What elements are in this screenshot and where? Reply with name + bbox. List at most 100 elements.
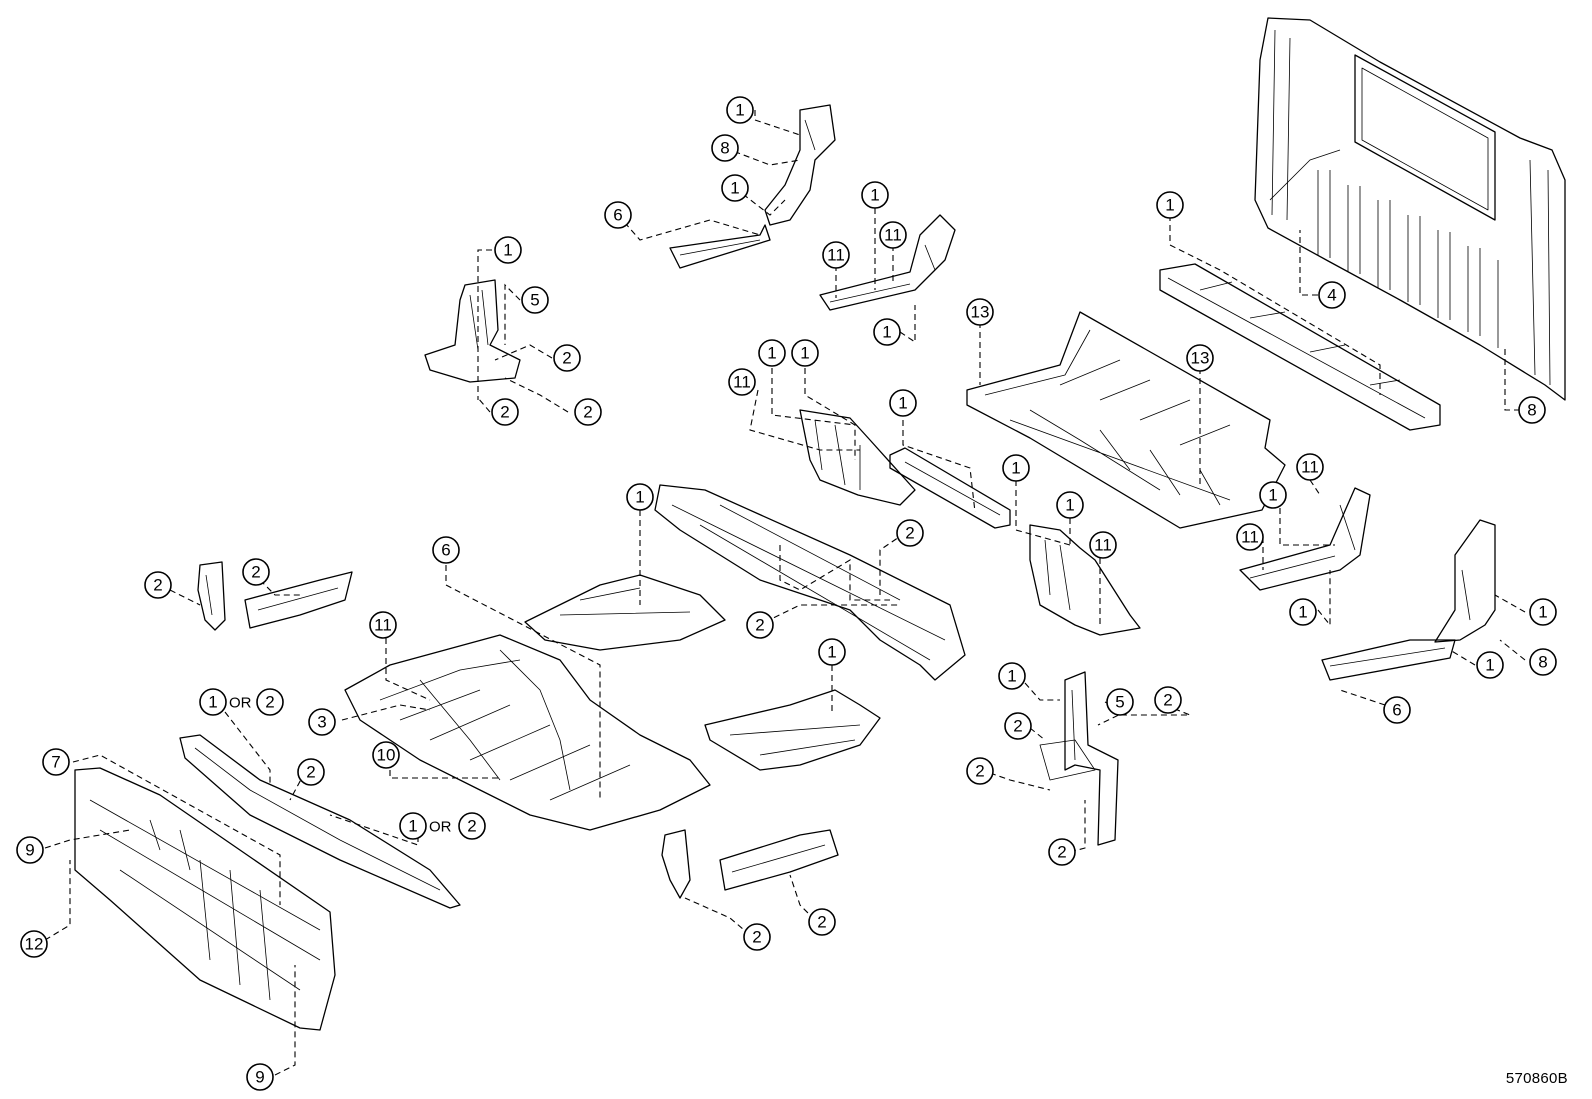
callout-2[interactable]: 2 (896, 519, 924, 547)
rocker-bracket-right (1029, 524, 1141, 636)
callout-11[interactable]: 11 (1089, 531, 1117, 559)
callout-3[interactable]: 3 (308, 708, 336, 736)
callout-1[interactable]: 1 (1529, 598, 1557, 626)
callout-1[interactable]: 1 (791, 339, 819, 367)
svg-text:1: 1 (635, 488, 644, 507)
callout-9[interactable]: 9 (16, 836, 44, 864)
svg-text:1: 1 (827, 643, 836, 662)
callout-2[interactable]: 2 (1048, 838, 1076, 866)
callout-13[interactable]: 13 (1186, 344, 1214, 372)
svg-text:1: 1 (1165, 196, 1174, 215)
rocker-inner-reinforcement-center (819, 214, 956, 311)
svg-text:3: 3 (317, 713, 326, 732)
svg-text:2: 2 (752, 928, 761, 947)
callout-1[interactable]: 1 (494, 236, 522, 264)
svg-text:2: 2 (562, 349, 571, 368)
callout-1[interactable]: 1 (998, 662, 1026, 690)
svg-text:11: 11 (733, 373, 751, 392)
callout-2[interactable]: 2 (553, 344, 581, 372)
callout-1[interactable]: 1 (861, 181, 889, 209)
svg-text:2: 2 (1013, 717, 1022, 736)
or-label: OR (229, 695, 252, 712)
callout-11[interactable]: 11 (1236, 523, 1264, 551)
callout-1[interactable]: 1 (1259, 481, 1287, 509)
svg-text:6: 6 (441, 541, 450, 560)
callout-2[interactable]: 2 (746, 611, 774, 639)
callout-1[interactable]: 1 (721, 174, 749, 202)
callout-6[interactable]: 6 (1383, 696, 1411, 724)
diagram-reference-code: 570860B (1505, 1070, 1568, 1087)
front-body-pillar-reinforcement-left (244, 571, 353, 629)
rear-seat-floor-pan (704, 689, 881, 771)
callout-11[interactable]: 11 (879, 221, 907, 249)
callout-2[interactable]: 2 (1004, 712, 1032, 740)
callout-1[interactable]: 1 (726, 96, 754, 124)
callout-1[interactable]: 1 (758, 339, 786, 367)
callout-6[interactable]: 6 (604, 201, 632, 229)
front-body-pillar-lower-left (197, 561, 226, 631)
svg-text:1: 1 (870, 186, 879, 205)
callout-2[interactable]: 2 (242, 558, 270, 586)
callout-11[interactable]: 11 (728, 368, 756, 396)
callout-1[interactable]: 1 (1002, 454, 1030, 482)
callout-4[interactable]: 4 (1318, 281, 1346, 309)
callout-2[interactable]: 2 (1154, 686, 1182, 714)
svg-text:9: 9 (255, 1068, 264, 1087)
callout-2[interactable]: 2 (297, 758, 325, 786)
callout-1[interactable]: 1 (1056, 491, 1084, 519)
svg-text:10: 10 (377, 746, 396, 765)
svg-text:6: 6 (613, 206, 622, 225)
svg-text:1: 1 (767, 344, 776, 363)
callout-9[interactable]: 9 (246, 1063, 274, 1091)
callout-8[interactable]: 8 (1518, 396, 1546, 424)
callout-5[interactable]: 5 (1106, 688, 1134, 716)
front-pillar-assembly-left (424, 279, 521, 383)
callout-11[interactable]: 11 (369, 611, 397, 639)
callout-1[interactable]: 1 (1156, 191, 1184, 219)
callout-1[interactable]: 1 (1476, 651, 1504, 679)
svg-text:1: 1 (208, 693, 217, 712)
callout-2[interactable]: 2 (458, 812, 486, 840)
svg-text:2: 2 (265, 693, 274, 712)
callout-10[interactable]: 10 (372, 741, 400, 769)
rear-quarter-inner-extension (1239, 487, 1371, 591)
svg-text:1: 1 (1298, 603, 1307, 622)
callout-2[interactable]: 2 (574, 398, 602, 426)
svg-text:1: 1 (1268, 486, 1277, 505)
callout-1[interactable]: 1 (199, 688, 227, 716)
callout-11[interactable]: 11 (822, 241, 850, 269)
callout-1[interactable]: 1 (1289, 598, 1317, 626)
callout-6[interactable]: 6 (432, 536, 460, 564)
callout-1[interactable]: 1 (399, 812, 427, 840)
svg-text:2: 2 (153, 576, 162, 595)
svg-text:2: 2 (306, 763, 315, 782)
front-pillar-lower-extension (661, 829, 839, 899)
callout-5[interactable]: 5 (521, 286, 549, 314)
callout-1[interactable]: 1 (873, 318, 901, 346)
or-label: OR (429, 819, 452, 836)
svg-text:1: 1 (1007, 667, 1016, 686)
callout-2[interactable]: 2 (808, 908, 836, 936)
callout-2[interactable]: 2 (743, 923, 771, 951)
callout-2[interactable]: 2 (966, 757, 994, 785)
callout-11[interactable]: 11 (1296, 453, 1324, 481)
callout-1[interactable]: 1 (626, 483, 654, 511)
callout-7[interactable]: 7 (42, 748, 70, 776)
svg-text:4: 4 (1327, 286, 1336, 305)
svg-text:1: 1 (735, 101, 744, 120)
callout-2[interactable]: 2 (256, 688, 284, 716)
callout-1[interactable]: 1 (818, 638, 846, 666)
callout-8[interactable]: 8 (1529, 648, 1557, 676)
callout-8[interactable]: 8 (711, 134, 739, 162)
callout-2[interactable]: 2 (144, 571, 172, 599)
callout-12[interactable]: 12 (20, 930, 48, 958)
svg-text:5: 5 (530, 291, 539, 310)
callout-2[interactable]: 2 (491, 398, 519, 426)
svg-text:2: 2 (1057, 843, 1066, 862)
svg-text:1: 1 (898, 394, 907, 413)
svg-text:1: 1 (1011, 459, 1020, 478)
callout-1[interactable]: 1 (889, 389, 917, 417)
svg-text:2: 2 (975, 762, 984, 781)
callout-13[interactable]: 13 (966, 298, 994, 326)
